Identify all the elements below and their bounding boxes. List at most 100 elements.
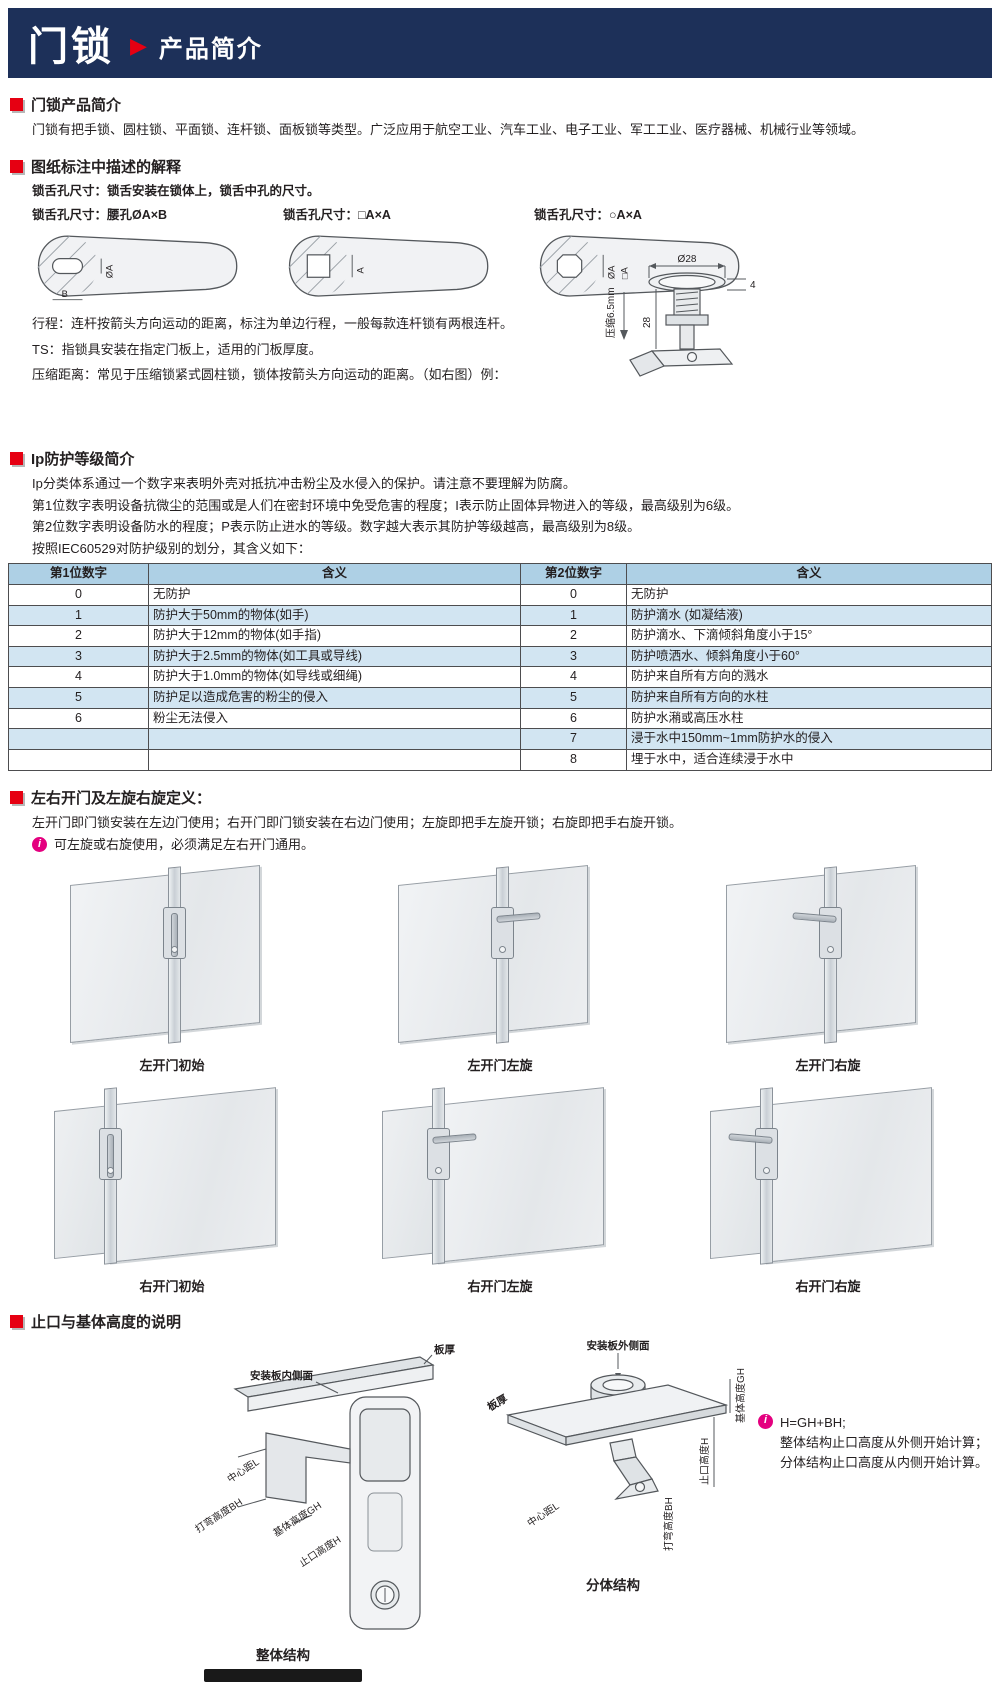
cell: 6 (8, 707, 149, 730)
cell: 6 (520, 707, 627, 730)
tongue-square-drawing: A (288, 235, 489, 297)
cell: 防护滴水、下滴倾斜角度小于15° (626, 625, 992, 647)
cell: 防护喷洒水、倾斜角度小于60° (626, 645, 992, 668)
door-panel (436, 1087, 604, 1263)
cell: 防护大于1.0mm的物体(如导线或细绳) (148, 666, 521, 688)
door-diagram-right-open-right-turn: 右开门右旋 (664, 1082, 992, 1295)
page-title: 门锁 (28, 25, 114, 69)
door-panel (108, 1087, 276, 1263)
cell (148, 748, 521, 771)
doors-note: 可左旋或右旋使用，必须满足左右开门通用。 (32, 836, 992, 855)
door-diagram-left-open-left-turn: 左开门左旋 (336, 861, 664, 1074)
cell: 5 (8, 687, 149, 709)
cell: 浸于水中150mm~1mm防护水的侵入 (626, 728, 992, 750)
ip-paragraph-2: 第1位数字表明设备抗微尘的范围或是人们在密封环境中免受危害的程度；I表示防止固体… (32, 497, 740, 513)
cell: 2 (520, 625, 627, 647)
table-row: 0 无防护 0 无防护 (8, 583, 992, 606)
cell: 3 (8, 645, 149, 668)
height-note: H=GH+BH; 整体结构止口高度从外侧开始计算； 分体结构止口高度从内侧开始计… (758, 1413, 992, 1473)
ip-rating-table: 第1位数字 含义 第2位数字 含义 0 无防护 0 无防护 1 防护大于50mm… (8, 563, 992, 771)
inner-face-label: 安装板内侧面 (250, 1369, 313, 1382)
door-caption: 左开门左旋 (467, 1057, 533, 1073)
cell: 防护来自所有方向的溅水 (626, 666, 992, 688)
ip-paragraph-4: 按照IEC60529对防护级别的划分，其含义如下： (32, 540, 311, 556)
cell: 0 (8, 583, 149, 606)
cell: 防护水潲或高压水柱 (626, 707, 992, 730)
height-diagram-row: 板厚 安装板内侧面 中心距L 打弯高度BH 基体 (98, 1337, 992, 1682)
table-row: 4 防护大于1.0mm的物体(如导线或细绳) 4 防护来自所有方向的溅水 (8, 666, 992, 688)
door-art (42, 1082, 302, 1274)
bend-height-label: 打弯高度BH (662, 1497, 675, 1551)
door-diagram-left-open-right-turn: 左开门右旋 (664, 861, 992, 1074)
keyhole-icon (107, 1166, 114, 1174)
door-lock-icon (99, 1127, 122, 1180)
plate-thickness-label: 板厚 (485, 1391, 510, 1413)
section-ip-title: Ip防护等级简介 (31, 451, 135, 469)
section-height-title: 止口与基体高度的说明 (31, 1313, 182, 1331)
height-note-line2: 整体结构止口高度从外侧开始计算； (780, 1434, 989, 1450)
cell: 防护大于50mm的物体(如手) (148, 604, 521, 627)
cell: 4 (520, 666, 627, 688)
cell: 5 (520, 687, 627, 709)
table-row: 5 防护足以造成危害的粉尘的侵入 5 防护来自所有方向的水柱 (8, 687, 992, 709)
cell: 防护滴水 (如凝结液) (626, 604, 992, 627)
door-diagram-right-open-initial: 右开门初始 (8, 1082, 336, 1295)
cell: 无防护 (626, 583, 992, 606)
whole-structure-block: 板厚 安装板内侧面 中心距L 打弯高度BH 基体 (98, 1337, 468, 1682)
door-art (370, 1082, 630, 1274)
dim-label: ØA (104, 264, 114, 278)
lock-handle-icon (171, 912, 178, 957)
door-caption: 左开门初始 (139, 1057, 205, 1073)
cell (8, 748, 149, 771)
doors-paragraph: 左开门即门锁安装在左边门使用；右开门即门锁安装在右边门使用；左旋即把手左旋开锁；… (32, 814, 683, 830)
cell: 粉尘无法侵入 (148, 707, 521, 730)
door-lock-icon (163, 906, 186, 959)
section-drawing-title: 图纸标注中描述的解释 (31, 158, 182, 176)
lock-handle-icon (107, 1133, 114, 1178)
door-diagram-grid: 左开门初始 左开门左旋 左开门右旋 (8, 861, 992, 1295)
whole-structure-drawing: 板厚 安装板内侧面 中心距L 打弯高度BH 基体 (193, 1343, 455, 1630)
table-row: 2 防护大于12mm的物体(如手指) 2 防护滴水、下滴倾斜角度小于15° (8, 625, 992, 647)
center-distance-label: 中心距L (225, 1455, 262, 1486)
page-header: 门锁 ▶ 产品简介 (8, 8, 992, 78)
page-subtitle: 产品简介 (158, 35, 263, 63)
section-intro-title-row: 门锁产品简介 (10, 94, 992, 115)
base-height-label: 基体高度GH (734, 1368, 747, 1423)
tongue-obround-label: 锁舌孔尺寸：腰孔ØA×B (32, 208, 168, 223)
section-intro-body: 门锁有把手锁、圆柱锁、平面锁、连杆锁、面板锁等类型。广泛应用于航空工业、汽车工业… (32, 122, 865, 137)
height-note-line1: H=GH+BH; (780, 1414, 846, 1430)
center-distance-label: 中心距L (525, 1499, 562, 1530)
split-structure-drawing: 安装板外侧面 板厚 基体高度GH (485, 1339, 747, 1551)
ip-table-header-row: 第1位数字 含义 第2位数字 含义 (8, 563, 992, 585)
ip-paragraph-3: 第2位数字表明设备防水的程度；P表示防止进水的等级。数字越大表示其防护等级越高，… (32, 519, 641, 535)
cell: 2 (8, 625, 149, 647)
cell: 防护大于2.5mm的物体(如工具或导线) (148, 645, 521, 668)
ip-paragraph-1: Ip分类体系通过一个数字来表明外壳对抵抗冲击粉尘及水侵入的保护。请注意不要理解为… (32, 476, 576, 492)
bend-height-label: 打弯高度BH (193, 1495, 245, 1535)
table-row: 1 防护大于50mm的物体(如手) 1 防护滴水 (如凝结液) (8, 604, 992, 627)
outer-face-label: 安装板外侧面 (587, 1339, 650, 1352)
tongue-obround-drawing: ØA B (37, 235, 238, 301)
cell: 8 (520, 748, 627, 771)
section-drawing-title-row: 图纸标注中描述的解释 (10, 156, 992, 177)
cell: 1 (8, 604, 149, 627)
ts-line: TS：指锁具安装在指定门板上，适用的门板厚度。 (32, 341, 322, 357)
cell: 7 (520, 728, 627, 750)
drawing-terms-block: 行程：连杆按箭头方向运动的距离，标注为单边行程，一般每款连杆锁有两根连杆。 TS… (32, 254, 992, 432)
door-art (370, 861, 630, 1053)
cell: 防护来自所有方向的水柱 (626, 687, 992, 709)
tongue-doubled-label: 锁舌孔尺寸：○A×A (534, 208, 642, 223)
table-row: 6 粉尘无法侵入 6 防护水潲或高压水柱 (8, 707, 992, 730)
info-icon (758, 1413, 773, 1429)
table-row: 7 浸于水中150mm~1mm防护水的侵入 (8, 728, 992, 750)
section-doors-title: 左右开门及左旋右旋定义： (31, 789, 212, 807)
dim-diameter: Ø28 (678, 254, 697, 265)
cell: 0 (520, 583, 627, 606)
red-square-bullet-icon (10, 1314, 23, 1328)
cell: 1 (520, 604, 627, 627)
keyhole-icon (763, 1166, 770, 1174)
split-structure-caption: 分体结构 (586, 1577, 640, 1593)
drawing-intro-line: 锁舌孔尺寸：锁舌安装在锁体上，锁舌中孔的尺寸。 (32, 183, 320, 198)
cell: 3 (520, 645, 627, 668)
info-icon (32, 837, 47, 852)
